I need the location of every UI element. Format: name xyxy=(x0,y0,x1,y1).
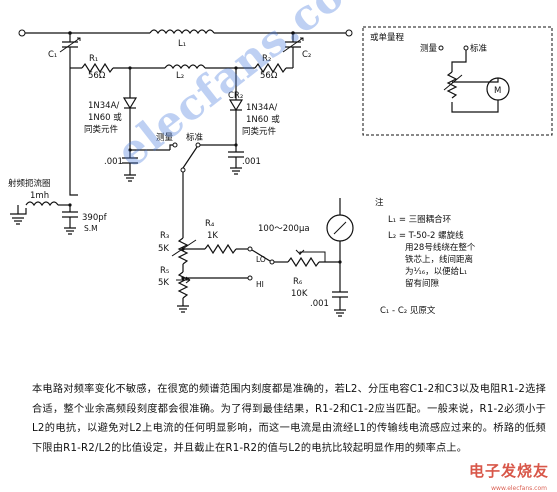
left-diode xyxy=(122,68,170,182)
note-l2-line5: 留有间隙 xyxy=(405,278,440,289)
switch-measure-label: 测量 xyxy=(156,133,174,143)
meter xyxy=(326,198,354,317)
site-logo-url: www.elecfans.com xyxy=(491,485,547,492)
right-diode-text-1: 1N34A/ xyxy=(246,103,277,113)
note-c: C₁ - C₂ 见原文 xyxy=(380,305,436,316)
circuit-diagram: C₁ L₁ C₂ R₁ 56Ω L₂ R₂ 56Ω 1N34A/ 1N60 或 … xyxy=(8,26,553,317)
left-rail xyxy=(69,68,78,196)
inset-title: 或单量程 xyxy=(370,32,405,43)
bottom-cap xyxy=(332,291,348,310)
inset-resistor xyxy=(446,71,458,99)
note-title: 注 xyxy=(375,197,384,208)
cap-390pf xyxy=(62,205,78,228)
right-bypass-cap xyxy=(228,145,244,168)
bottom-cap-label: .001 xyxy=(310,299,329,309)
left-diode-text-3: 同类元件 xyxy=(84,124,119,135)
left-cap-label: .001 xyxy=(104,157,123,167)
note-l2-line1: L₂ = T-50-2 螺旋线 xyxy=(388,230,464,241)
r5-label: R₅ xyxy=(160,266,169,276)
rf-choke xyxy=(10,201,78,235)
r4-resistor xyxy=(204,243,237,255)
switch-standard-label: 标准 xyxy=(186,132,204,143)
r1-resistor xyxy=(81,62,114,74)
r3-r5-chain xyxy=(171,230,248,313)
r2-label: R₂ xyxy=(262,54,271,64)
right-diode xyxy=(200,68,244,175)
r3-label: R₃ xyxy=(160,231,169,241)
l1-inductor xyxy=(149,29,215,35)
r3-value: 5K xyxy=(158,244,169,254)
inset-standard-label: 标准 xyxy=(470,43,488,54)
left-bypass-cap xyxy=(122,150,138,175)
left-diode-text-1: 1N34A/ xyxy=(88,101,119,111)
c2-label: C₂ xyxy=(302,50,311,60)
cr2-label: CR₂ xyxy=(228,91,243,101)
note-l2-line2: 用28号线绕在整个 xyxy=(405,242,476,253)
r1-label: R₁ xyxy=(89,54,98,64)
r6-potentiometer xyxy=(287,249,342,268)
inset-measure-label: 测量 xyxy=(420,44,438,54)
c1-label: C₁ xyxy=(48,50,57,60)
l1-label: L₁ xyxy=(178,39,186,49)
r6-value: 10K xyxy=(291,289,308,299)
right-diode-text-3: 同类元件 xyxy=(242,126,277,137)
r4-label: R₄ xyxy=(205,219,215,229)
c2-capacitor xyxy=(282,33,304,68)
r5-value: 5K xyxy=(158,278,169,288)
cap-390-type: S.M xyxy=(84,224,98,233)
r6-label: R₆ xyxy=(293,277,303,287)
rf-choke-title: 射频扼流圈 xyxy=(8,178,51,189)
r4-value: 1K xyxy=(207,231,218,241)
r3-resistor xyxy=(177,237,189,265)
l2-inductor xyxy=(164,64,206,70)
r2-resistor xyxy=(254,62,287,74)
right-cap-label: .001 xyxy=(242,157,261,167)
left-diode-text-2: 1N60 或 xyxy=(88,112,122,123)
top-line xyxy=(18,29,353,37)
r6-resistor xyxy=(287,256,320,268)
right-diode-text-2: 1N60 或 xyxy=(246,114,280,125)
note-l2-line3: 铁芯上，线间距离 xyxy=(405,254,473,265)
c1-capacitor xyxy=(59,33,81,68)
meas-std-switch xyxy=(169,142,201,230)
output-terminal xyxy=(345,29,353,37)
inset-meter-icon xyxy=(486,77,510,101)
note-l2-line4: 为¹⁄₁₆，以便给L₁ xyxy=(405,266,467,277)
lo-hi-switch xyxy=(247,246,288,281)
choke-inductor xyxy=(25,201,59,207)
inset-single-range xyxy=(362,26,553,136)
l2-label: L₂ xyxy=(176,71,184,81)
r2-value: 56Ω xyxy=(260,71,278,81)
description-paragraph: 本电路对频率变化不敏感，在很宽的频谱范围内刻度都是准确的，若L2、分压电容C1-… xyxy=(32,384,546,454)
site-logo: 电子发烧友 xyxy=(468,462,549,480)
r1-value: 56Ω xyxy=(88,71,106,81)
rf-choke-value: 1mh xyxy=(30,191,49,201)
hi-label: HI xyxy=(256,280,264,289)
meter-range-label: 100～200μa xyxy=(258,224,310,234)
inset-meter-label: M xyxy=(494,86,501,96)
r5-resistor xyxy=(177,271,189,299)
input-terminal xyxy=(18,29,26,37)
lo-label: LO xyxy=(256,255,266,264)
note-l1: L₁ = 三圈耦合环 xyxy=(388,214,452,225)
cap-390-value: 390pf xyxy=(82,213,108,223)
bridge-line xyxy=(70,62,293,74)
